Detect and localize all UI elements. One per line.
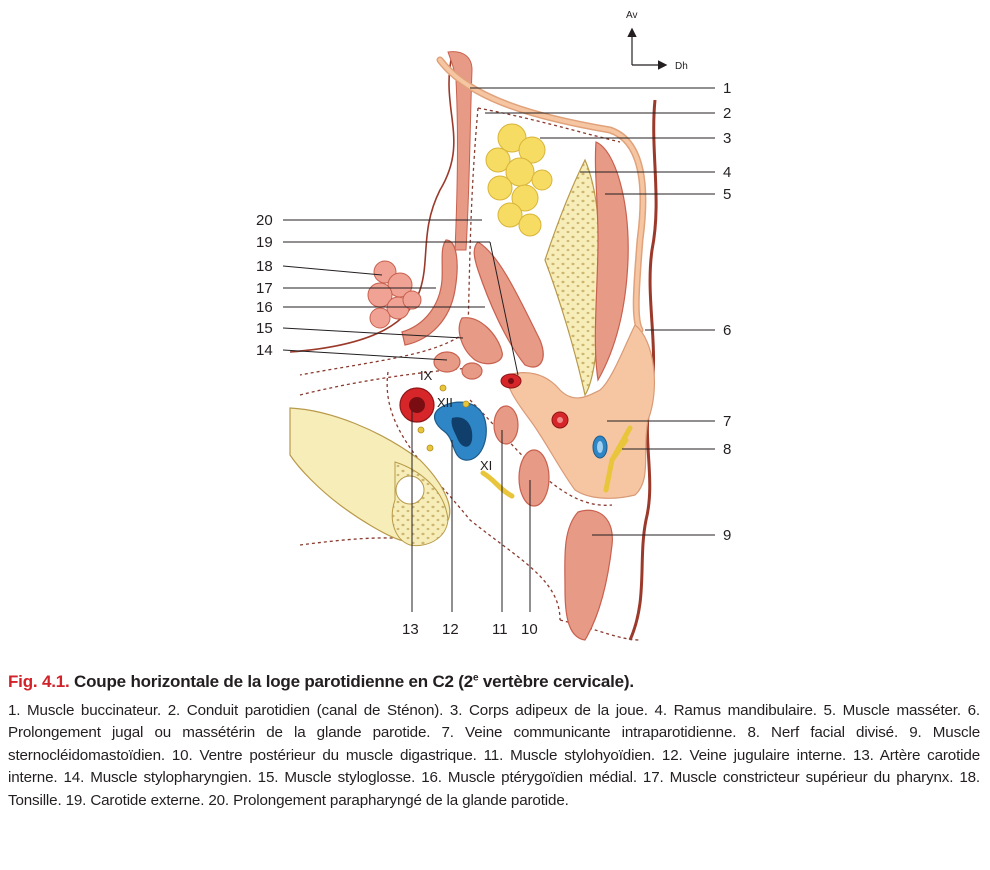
callout-20: 20	[256, 212, 273, 229]
callout-1: 1	[723, 80, 731, 97]
callout-14: 14	[256, 342, 273, 359]
vertebral-foramen	[395, 475, 425, 505]
callout-10: 10	[521, 621, 538, 638]
accessory-nerve	[480, 470, 515, 499]
callout-8: 8	[723, 441, 731, 458]
callout-13: 13	[402, 621, 419, 638]
medial-pterygoid-muscle	[473, 241, 544, 368]
leader-15	[282, 327, 464, 339]
leader-lines	[282, 87, 715, 612]
mucosa-outline	[289, 54, 455, 353]
buccal-fat-pad	[485, 123, 553, 237]
sternocleidomastoid-muscle	[564, 509, 613, 641]
callout-16: 16	[256, 299, 273, 316]
caption-title-text-end: vertèbre cervicale).	[478, 672, 634, 691]
callout-17: 17	[256, 280, 273, 297]
callout-15: 15	[256, 320, 273, 337]
figure-caption: Fig. 4.1. Coupe horizontale de la loge p…	[8, 672, 980, 812]
palatine-tonsil	[367, 260, 422, 329]
digastric-posterior-belly	[518, 449, 550, 507]
facial-nerve	[603, 425, 633, 493]
caption-title-superscript: e	[473, 672, 479, 684]
callout-2: 2	[723, 105, 731, 122]
callout-numbers: 1 2 3 4 5 6 7 8 9 10 11 12 13 14 15 16 1…	[256, 80, 731, 638]
callout-3: 3	[723, 130, 731, 147]
caption-legend: 1. Muscle buccinateur. 2. Conduit paroti…	[8, 702, 980, 809]
lateral-label: Dh	[675, 61, 688, 72]
cranial-nerve-dots	[417, 384, 470, 452]
orientation-arrows: Av Dh	[626, 10, 688, 72]
nerve-label-xi: XI	[480, 458, 492, 473]
callout-11: 11	[492, 621, 508, 638]
anterior-label: Av	[626, 10, 638, 21]
mandibular-ramus	[544, 158, 601, 397]
parotid-section-diagram: Av Dh	[256, 10, 731, 641]
caption-title: Fig. 4.1. Coupe horizontale de la loge p…	[8, 672, 980, 692]
callout-18: 18	[256, 258, 273, 275]
leader-14	[282, 349, 448, 361]
superior-constrictor-muscle	[401, 239, 458, 346]
anatomy-figure: Av Dh	[256, 10, 731, 641]
callout-5: 5	[723, 186, 731, 203]
masseter-muscle	[594, 141, 629, 382]
stylopharyngeus-muscle	[433, 351, 461, 373]
leader-18	[282, 265, 383, 276]
figure-number: Fig. 4.1.	[8, 672, 70, 691]
c2-lateral-mass	[391, 461, 449, 547]
styloglossus-muscle	[461, 362, 483, 380]
stylohyoid-muscle	[493, 405, 519, 445]
callout-19: 19	[256, 234, 273, 251]
nerve-label-xii: XII	[437, 395, 453, 410]
callout-6: 6	[723, 322, 731, 339]
callout-9: 9	[723, 527, 731, 544]
nerve-label-ix: IX	[420, 368, 433, 383]
callout-4: 4	[723, 164, 731, 181]
leader-19-ext	[489, 241, 519, 376]
callout-12: 12	[442, 621, 459, 638]
caption-title-text: Coupe horizontale de la loge parotidienn…	[74, 672, 474, 691]
callout-7: 7	[723, 413, 731, 430]
pterygoid-small-muscle	[458, 317, 503, 365]
